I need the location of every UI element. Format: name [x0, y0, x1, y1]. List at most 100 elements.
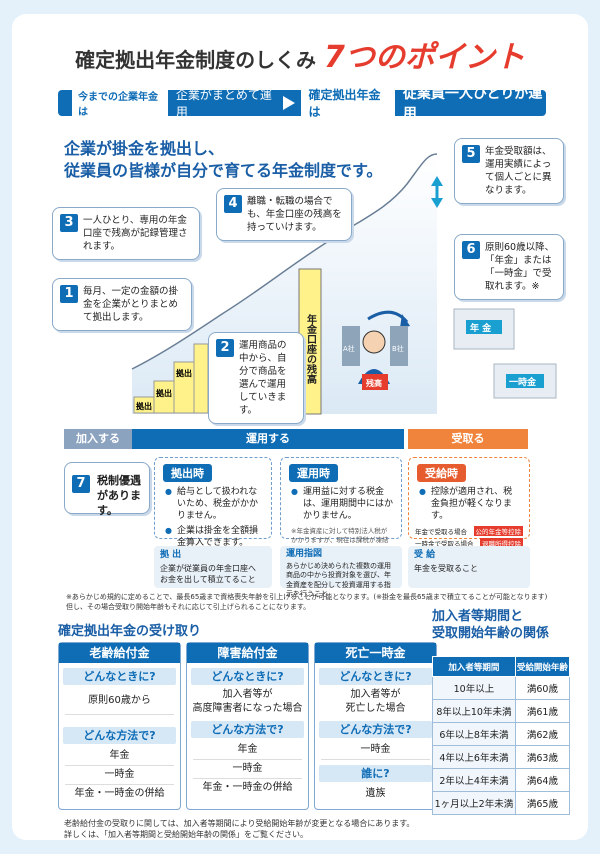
phase-receive: 受取る: [408, 429, 528, 449]
tax-contrib-item: 給与として扱われないため、税金がかかりません。: [155, 486, 271, 522]
kyoshutsu-3: 拠出: [175, 368, 192, 378]
table-row: 6年以上8年未満満62歳: [432, 722, 571, 746]
old-label: 今までの企業年金は: [72, 86, 168, 120]
point-1-text: 毎月、一定の金額の掛金を企業がとりまとめて拠出します。: [83, 286, 179, 323]
card-answer: 一時金: [193, 760, 302, 779]
card-q-how: どんな方法で?: [319, 721, 432, 738]
cell-age: 満61歳: [514, 699, 571, 723]
balance-label: 年金口座の残高: [305, 313, 318, 385]
phase-operate: 運用する: [132, 429, 404, 449]
table-row: 8年以上10年未満満61歳: [432, 699, 571, 723]
lump-tag-label: 一時金: [509, 376, 537, 388]
point-5-text: 年金受取額は、運用実績によって個人ごとに異なります。: [485, 146, 552, 196]
card-old-age-title: 老齢給付金: [59, 643, 180, 663]
b-company-building: [390, 326, 408, 366]
a-company-label: A社: [343, 344, 355, 353]
bottom-note: 老齢給付金の受取りに関しては、加入者等期間により受給開始年齢が変更となる場合にあ…: [64, 818, 414, 840]
col-period: 加入者等期間: [432, 656, 516, 677]
card-death-title: 死亡一時金: [315, 643, 436, 663]
card-answer: 遺族: [365, 788, 386, 799]
point-5-number: 5: [462, 145, 480, 163]
title-accent: 7つのポイント: [323, 40, 525, 75]
lead-text: 企業が掛金を拠出し、 従業員の皆様が自分で育てる年金制度です。: [64, 138, 382, 182]
footnote-line1: ※あらかじめ規約に定めることで、最長65歳まで資格喪失年齢を引上げることが可能と…: [66, 593, 548, 601]
a-company-building: [342, 326, 360, 366]
tax-contrib-item: 企業は掛金を全額損金算入できます。: [155, 525, 271, 549]
tax-receive-head: 受給時: [417, 464, 466, 482]
growth-curve: [131, 153, 438, 370]
receive-row-1: 年金で受取る場合 公的年金等控除: [409, 525, 529, 537]
cell-period: 6年以上8年未満: [432, 722, 516, 746]
pension-tag-label: 年 金: [470, 322, 492, 334]
bottom-note-line2: 詳しくは、「加入者等期間と受給開始年齢の関係」をご覧ください。: [64, 830, 308, 839]
new-text: 従業員一人ひとりが運用: [402, 86, 543, 122]
lead-line1: 企業が掛金を拠出し、: [64, 139, 225, 158]
arrow-right-icon: [282, 96, 295, 110]
tax-contrib-box: 拠出時 給与として扱われないため、税金がかかりません。 企業は掛金を全額損金算入…: [154, 457, 272, 548]
card-answer: 年金・一時金の併給: [74, 788, 165, 799]
receipt-heading: 確定拠出年金の受け取り: [58, 624, 202, 639]
point-1-number: 1: [60, 285, 78, 303]
card-answer: 一時金: [321, 741, 430, 760]
point-7: 7 税制優遇があります。: [64, 462, 150, 517]
point-3-number: 3: [60, 214, 78, 232]
card-answer: 加入者等が: [222, 689, 273, 700]
point-2-text: 運用商品の中から、自分で商品を選んで運用していきます。: [239, 340, 287, 416]
title-main: 確定拠出年金制度のしくみ: [75, 48, 316, 72]
card-disability-title: 障害給付金: [187, 643, 308, 663]
receive-row-1-tag: 公的年金等控除: [473, 526, 523, 536]
tax-receive-box: 受給時 控除が適用され、税金負担が軽くなります。 年金で受取る場合 公的年金等控…: [408, 457, 530, 548]
cell-period: 4年以上6年未満: [432, 745, 516, 769]
card-answer-when: 加入者等が 死亡した場合: [315, 688, 436, 716]
age-heading-1: 加入者等期間と: [432, 609, 524, 624]
def-operate: 運用指図 あらかじめ決められた複数の運用商品の中から投資対象を選び、年金資産を配…: [280, 546, 402, 598]
card-answer: 年金・一時金の併給: [202, 782, 293, 793]
point-3-text: 一人ひとり、専用の年金口座で残高が記録管理されます。: [83, 215, 188, 252]
point-4-text: 離職・転職の場合でも、年金口座の残高を持っていけます。: [247, 196, 342, 233]
point-6-text: 原則60歳以降、「年金」または「一時金」で受取れます。※: [485, 242, 555, 292]
age-table: 加入者等期間 受給開始年齢 10年以上満60歳 8年以上10年未満満61歳 6年…: [432, 656, 571, 815]
point-2-number: 2: [216, 339, 234, 357]
tax-operate-box: 運用時 運用益に対する税金は、運用期間中にはかかりません。 ※年金資産に対して特…: [280, 457, 402, 553]
cell-age: 満64歳: [514, 768, 571, 792]
cell-age: 満63歳: [514, 745, 571, 769]
col-age: 受給開始年齢: [514, 656, 571, 677]
tax-contrib-head: 拠出時: [163, 464, 212, 482]
age-heading-2: 受取開始年齢の関係: [432, 626, 550, 641]
tax-receive-item: 控除が適用され、税金負担が軽くなります。: [409, 486, 529, 522]
page: 確定拠出年金制度のしくみ 7つのポイント 今までの企業年金は 企業がまとめて運用 …: [12, 14, 588, 840]
def-operate-text: あらかじめ決められた複数の運用商品の中から投資対象を選び、年金資産を配分して投資…: [286, 561, 391, 599]
card-answer: 原則60歳から: [65, 688, 174, 715]
bottom-note-line1: 老齢給付金の受取りに関しては、加入者等期間により受給開始年齢が変更となる場合にあ…: [64, 819, 415, 828]
card-q-how: どんな方法で?: [191, 721, 304, 738]
def-operate-head: 運用指図: [286, 549, 323, 559]
point-6: 6 原則60歳以降、「年金」または「一時金」で受取れます。※: [454, 234, 564, 300]
balance-card-shape: [362, 374, 388, 390]
point-4-number: 4: [224, 195, 242, 213]
table-row: 4年以上6年未満満63歳: [432, 745, 571, 769]
lead-line2: 従業員の皆様が自分で育てる年金制度です。: [64, 161, 383, 180]
card-q-when: どんなときに?: [63, 668, 176, 685]
balance-card-label: 残高: [366, 378, 382, 388]
card-old-age: 老齢給付金 どんなときに? 原則60歳から どんな方法で? 年金 一時金 年金・…: [58, 642, 181, 810]
b-company-label: B社: [392, 344, 404, 353]
def-receive-text: 年金を受取ること: [414, 564, 478, 573]
table-row: 10年以上満60歳: [432, 676, 571, 700]
card-q-when: どんなときに?: [191, 668, 304, 685]
cell-age: 満60歳: [514, 676, 571, 700]
card-q-when: どんなときに?: [319, 668, 432, 685]
phase-join: 加入する: [64, 429, 132, 449]
receive-row-2-label: 一時金で受取る場合: [415, 540, 474, 548]
table-row: 2年以上4年未満満64歳: [432, 768, 571, 792]
receive-row-2: 一時金で受取る場合 退職所得控除: [409, 537, 529, 549]
page-title: 確定拠出年金制度のしくみ 7つのポイント: [12, 32, 588, 76]
comparison-bar: 今までの企業年金は 企業がまとめて運用 確定拠出年金は 従業員一人ひとりが運用: [58, 84, 546, 122]
card-answer: 年金: [193, 741, 302, 760]
card-answer: 加入者等が: [350, 689, 401, 700]
point-4: 4 離職・転職の場合でも、年金口座の残高を持っていけます。: [216, 188, 352, 241]
card-answer: 年金: [65, 747, 174, 766]
cell-age: 満65歳: [514, 791, 571, 815]
person-head: [362, 330, 386, 354]
cell-period: 10年以上: [432, 676, 516, 700]
tax-operate-head: 運用時: [289, 464, 338, 482]
